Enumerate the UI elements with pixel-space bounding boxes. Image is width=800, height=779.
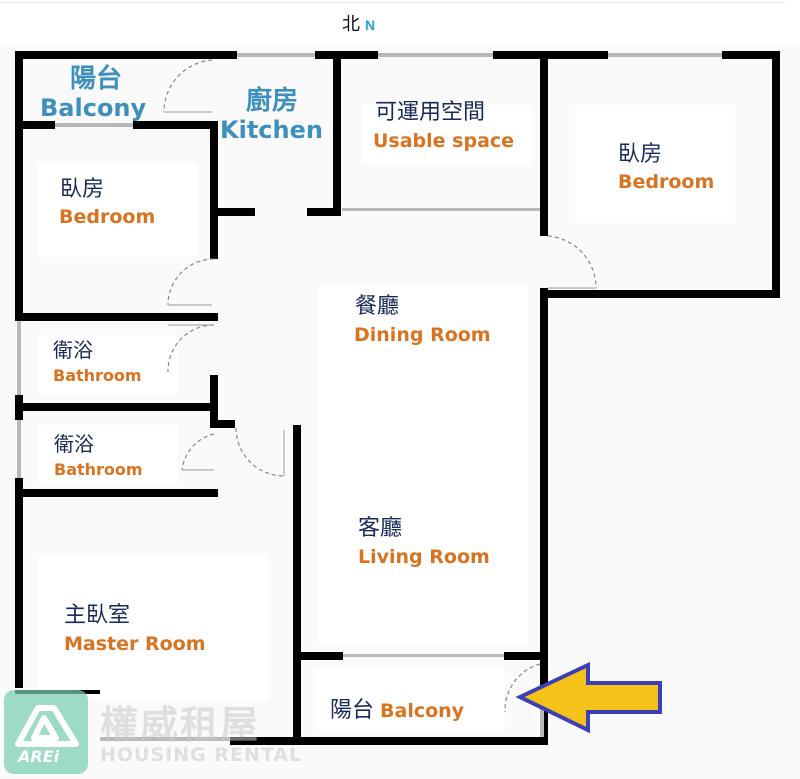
- logo-text: AREi: [18, 747, 60, 766]
- balcony-s-en: Balcony: [380, 700, 465, 722]
- usable-space-en: Usable space: [373, 130, 515, 152]
- balcony-s-zh: 陽台: [330, 698, 375, 723]
- top-border-line: [0, 2, 785, 3]
- brand-name-en: HOUSING RENTAL: [100, 744, 303, 766]
- compass-north-en: N: [365, 17, 376, 33]
- kitchen-en: Kitchen: [220, 116, 323, 144]
- north-compass: 北 N: [342, 10, 376, 35]
- balcony-nw-zh: 陽台: [70, 64, 123, 94]
- label-bg-bath2: [38, 425, 178, 485]
- living-room-zh: 客廳: [358, 516, 403, 541]
- label-bg-living: [318, 285, 528, 645]
- bedroom-w-en: Bedroom: [59, 206, 156, 228]
- label-bg-balcony-s: [315, 668, 505, 730]
- bathroom-2-zh: 衛浴: [54, 432, 94, 456]
- living-room-en: Living Room: [358, 546, 490, 568]
- label-bg-bedroom-w: [38, 162, 198, 257]
- compass-north-zh: 北: [342, 14, 360, 35]
- arei-logo: AREi: [4, 690, 88, 774]
- balcony-s-label: 陽台 Balcony: [330, 692, 464, 724]
- label-bg-bath1: [38, 335, 178, 395]
- bedroom-ne-zh: 臥房: [618, 142, 663, 167]
- dining-room-zh: 餐廳: [355, 294, 400, 319]
- house-roof-icon: [15, 705, 79, 747]
- label-bg-master: [38, 555, 268, 700]
- header-band: [0, 0, 800, 46]
- brand-name-zh: 權威租屋: [100, 703, 261, 747]
- master-room-en: Master Room: [64, 633, 206, 655]
- usable-space-zh: 可運用空間: [375, 100, 486, 125]
- bathroom-2-en: Bathroom: [54, 460, 143, 479]
- bathroom-1-zh: 衛浴: [53, 338, 93, 362]
- master-room-zh: 主臥室: [64, 603, 131, 628]
- kitchen-zh: 廚房: [246, 86, 299, 116]
- dining-room-en: Dining Room: [354, 324, 491, 346]
- bedroom-w-zh: 臥房: [60, 177, 105, 202]
- label-bg-usable: [362, 105, 532, 165]
- bathroom-1-en: Bathroom: [53, 366, 142, 385]
- label-bg-bedroom-ne: [575, 105, 735, 223]
- bedroom-ne-en: Bedroom: [618, 171, 715, 193]
- balcony-nw-en: Balcony: [40, 94, 147, 122]
